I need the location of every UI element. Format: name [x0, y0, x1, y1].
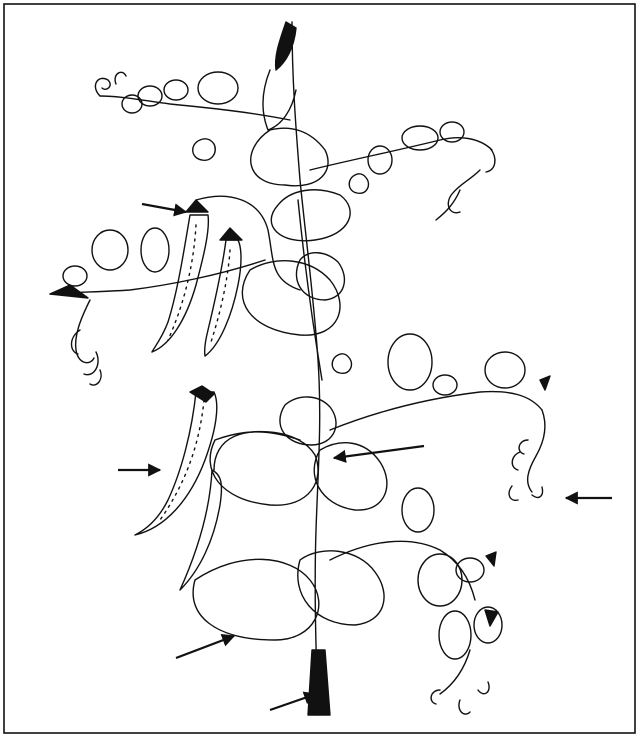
right-middle-branch — [330, 392, 542, 430]
pod-lower-1 — [135, 392, 217, 535]
upper-right-branch — [310, 138, 492, 170]
pod-upper-2-seams — [210, 250, 230, 345]
flower-upper — [193, 139, 216, 160]
arrow-pods-top — [142, 204, 186, 212]
lower-stipule-1 — [210, 432, 318, 506]
lower-stipule-3 — [280, 397, 336, 445]
flower-middle — [332, 354, 351, 373]
upper-left-branch — [100, 96, 290, 120]
upper-stipule-2 — [271, 190, 350, 241]
main-stem — [292, 22, 320, 715]
pod-upper-1-seams — [168, 225, 196, 340]
left-branch — [50, 260, 265, 294]
flower-right — [349, 174, 368, 193]
upper-stipule — [251, 128, 328, 186]
pod-upper-1 — [152, 215, 208, 352]
arrow-stipule — [176, 636, 234, 658]
bottom-right-branch — [330, 541, 475, 600]
bottom-stipule-2 — [298, 551, 384, 625]
pod-lower-2 — [180, 470, 221, 590]
middle-stipule-1 — [242, 261, 340, 335]
stem-base — [308, 650, 330, 715]
bottom-stipule-1 — [193, 559, 319, 640]
arrow-leaf-axil — [334, 446, 424, 458]
